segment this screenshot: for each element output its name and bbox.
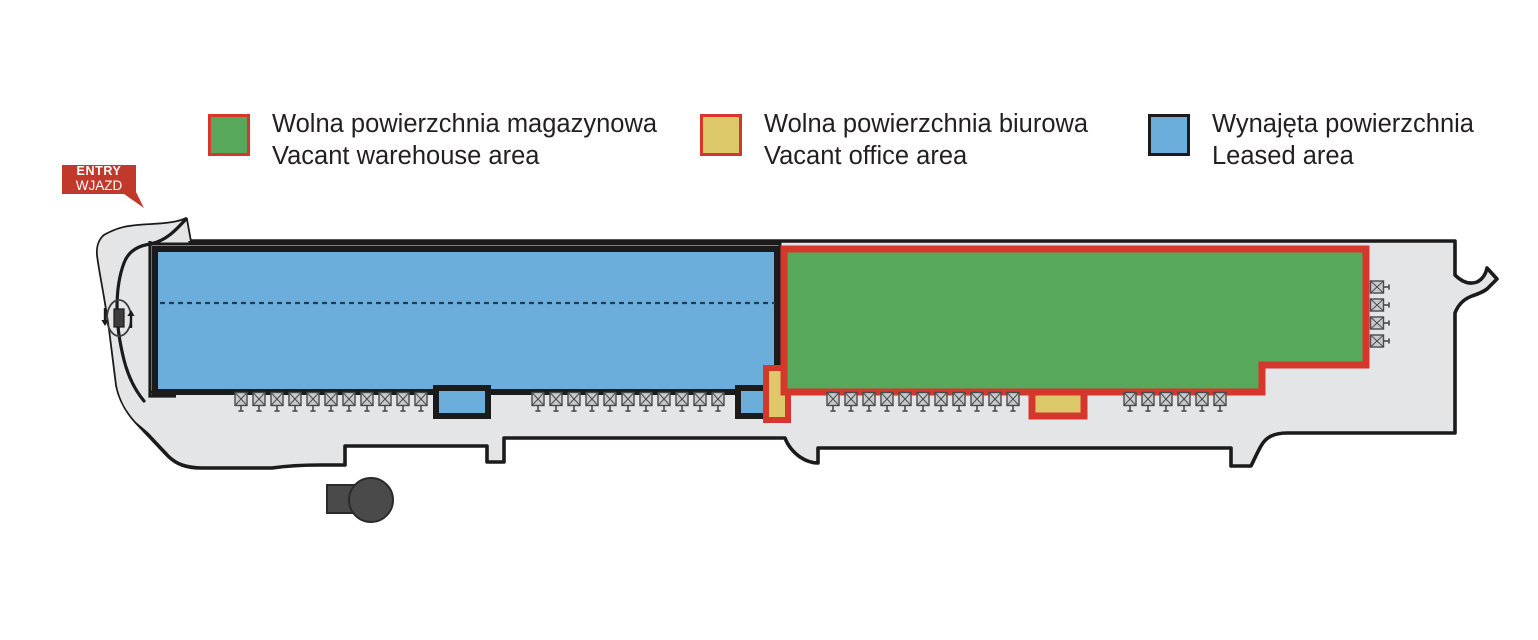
legend-label-leased: Wynajęta powierzchnia Leased area [1212, 108, 1474, 172]
entry-marker-bubble [62, 165, 144, 208]
legend-swatch-leased [1148, 114, 1190, 156]
legend-item-vacant-warehouse: Wolna powierzchnia magazynowa Vacant war… [208, 108, 657, 172]
legend-label-pl: Wolna powierzchnia biurowa [764, 110, 1089, 138]
pump-station-tank [348, 477, 394, 523]
legend-swatch-vacant-office [700, 114, 742, 156]
entry-gate-icon [101, 299, 135, 337]
legend-label-vacant-warehouse: Wolna powierzchnia magazynowa Vacant war… [272, 108, 657, 172]
legend-item-vacant-office: Wolna powierzchnia biurowa Vacant office… [700, 108, 1088, 172]
leased-area[interactable] [148, 242, 782, 419]
legend-label-pl: Wolna powierzchnia magazynowa [272, 110, 658, 138]
leased-bumpout-west[interactable] [433, 385, 491, 419]
entry-marker-line1: ENTRY [76, 164, 122, 178]
legend-label-en: Vacant warehouse area [272, 142, 540, 170]
entry-marker-line2: WJAZD [75, 178, 123, 193]
legend-swatch-vacant-warehouse [208, 114, 250, 156]
vacant-office-box[interactable] [1028, 388, 1088, 420]
leased-main-block[interactable] [152, 246, 780, 395]
legend-item-leased: Wynajęta powierzchnia Leased area [1148, 108, 1474, 172]
vacant-warehouse-area[interactable] [780, 245, 1370, 396]
vacant-office-box-shape[interactable] [1028, 388, 1088, 420]
legend-label-en: Vacant office area [764, 142, 968, 170]
legend-label-vacant-office: Wolna powierzchnia biurowa Vacant office… [764, 108, 1088, 172]
entry-marker: ENTRY WJAZD [58, 162, 148, 214]
pump-station [326, 477, 394, 523]
legend-label-pl: Wynajęta powierzchnia [1212, 110, 1474, 138]
legend: Wolna powierzchnia magazynowa Vacant war… [0, 108, 1538, 188]
vacant-warehouse-block[interactable] [780, 245, 1370, 396]
legend-label-en: Leased area [1212, 142, 1354, 170]
